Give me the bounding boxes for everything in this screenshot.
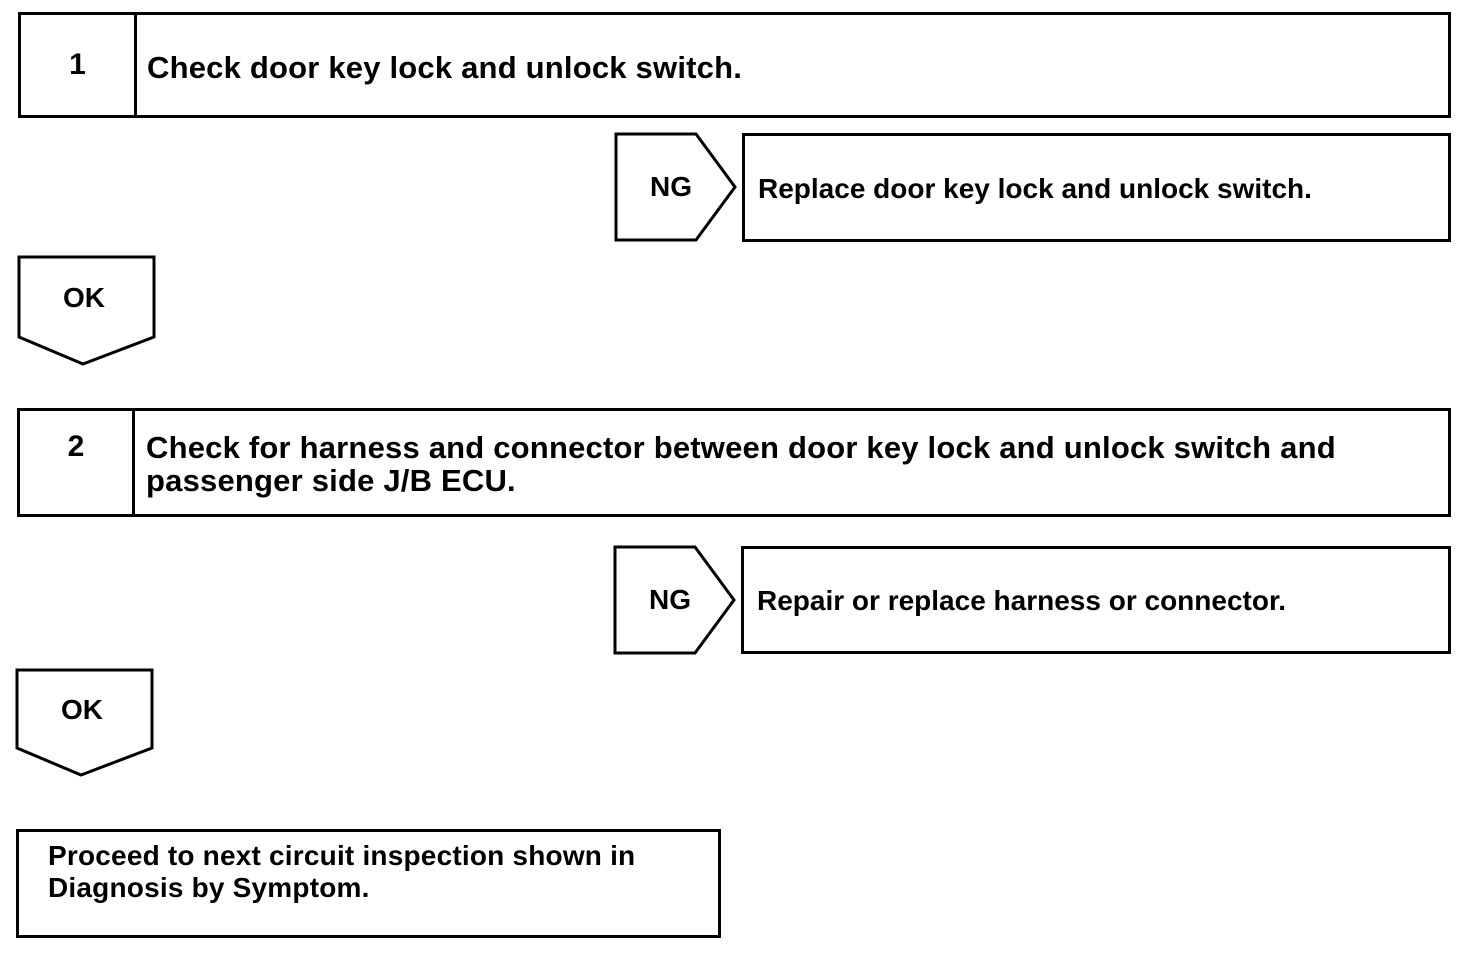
- ng-action-2-text: Repair or replace harness or connector.: [757, 585, 1287, 616]
- step-2-box: 2 Check for harness and connector betwee…: [17, 408, 1451, 517]
- step-2-number: 2: [20, 411, 135, 514]
- ng-arrow-1: [614, 132, 737, 242]
- ok-label-2: OK: [61, 694, 103, 725]
- ng-action-2-box: Repair or replace harness or connector.: [741, 546, 1451, 654]
- step-2-text-line1: Check for harness and connector between …: [146, 430, 1336, 465]
- step-1-text: Check door key lock and unlock switch.: [147, 50, 743, 85]
- ok-arrow-1: [17, 255, 156, 366]
- step-1-box: 1 Check door key lock and unlock switch.: [18, 12, 1451, 118]
- ng-action-1-text: Replace door key lock and unlock switch.: [758, 173, 1312, 204]
- ng-arrow-2: [613, 545, 736, 655]
- final-instruction-line1: Proceed to next circuit inspection shown…: [48, 840, 636, 871]
- step-1-number: 1: [21, 15, 137, 115]
- ng-action-1-box: Replace door key lock and unlock switch.: [742, 133, 1451, 242]
- ng-label-1: NG: [650, 171, 692, 202]
- final-instruction-box: Proceed to next circuit inspection shown…: [16, 829, 721, 938]
- ok-label-1: OK: [63, 282, 105, 313]
- final-instruction-line2: Diagnosis by Symptom.: [48, 872, 370, 903]
- step-2-text-line2: passenger side J/B ECU.: [146, 463, 516, 498]
- ng-label-2: NG: [649, 584, 691, 615]
- ok-arrow-2: [15, 668, 154, 777]
